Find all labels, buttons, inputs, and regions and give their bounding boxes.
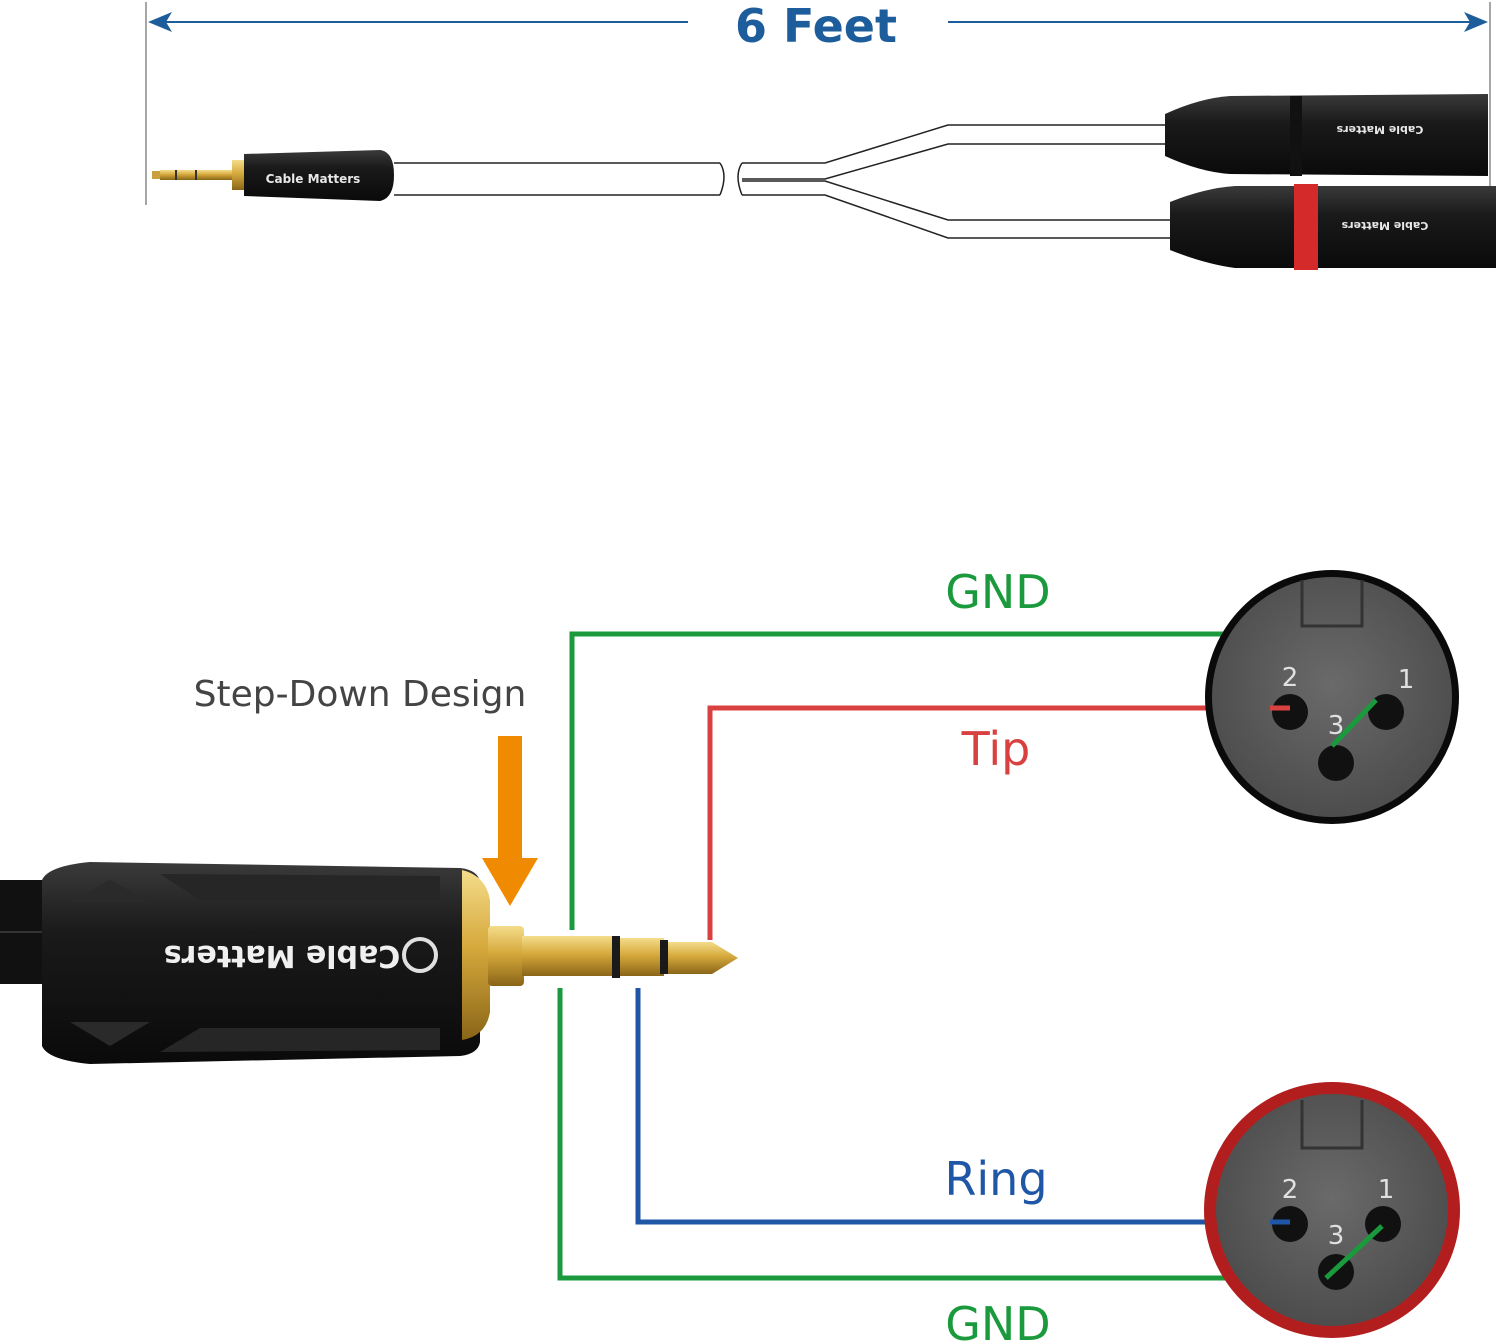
length-dimension: 6 Feet	[145, 0, 1491, 205]
large-3-5mm-plug: Cable Matters	[0, 862, 738, 1064]
gnd-bottom-label: GND	[945, 1297, 1050, 1342]
xlr-connector-bottom: Cable Matters	[1170, 184, 1496, 270]
length-label: 6 Feet	[735, 0, 897, 53]
wire-ring	[635, 988, 1290, 1225]
step-down-callout: Step-Down Design	[194, 674, 538, 906]
pin-2-top	[1272, 694, 1308, 730]
xlr-connector-top: Cable Matters	[1165, 94, 1488, 176]
cable-overview: Cable Matters Cable Matters Cable Matter…	[152, 94, 1496, 270]
gnd-top-label: GND	[945, 565, 1050, 619]
tip-label: Tip	[961, 722, 1031, 776]
pin-label-1-top: 1	[1398, 665, 1415, 695]
ring-label: Ring	[944, 1152, 1047, 1206]
pin-label-1-bottom: 1	[1378, 1175, 1395, 1205]
brand-logo-icon	[402, 937, 438, 973]
pin-1-top	[1368, 694, 1404, 730]
left-arrowhead-icon	[148, 12, 172, 32]
step-down-label: Step-Down Design	[194, 674, 527, 715]
pin-label-2-bottom: 2	[1282, 1175, 1299, 1205]
bottom-xlr-brand: Cable Matters	[1341, 219, 1428, 232]
pin-label-3-top: 3	[1328, 711, 1345, 741]
down-arrow-icon	[482, 858, 538, 906]
right-arrowhead-icon	[1464, 12, 1488, 32]
pin-label-3-bottom: 3	[1328, 1221, 1345, 1251]
pin-3-top	[1318, 745, 1354, 781]
small-plug-brand: Cable Matters	[266, 172, 361, 186]
small-3-5mm-plug: Cable Matters	[152, 150, 394, 201]
large-plug-brand: Cable Matters	[164, 938, 401, 973]
top-xlr-brand: Cable Matters	[1336, 123, 1423, 136]
wire-tip	[707, 705, 1290, 940]
pin-label-2-top: 2	[1282, 663, 1299, 693]
xlr-face-top: 1 2 3	[1205, 570, 1459, 824]
xlr-face-bottom: 1 2 3	[1204, 1082, 1460, 1338]
